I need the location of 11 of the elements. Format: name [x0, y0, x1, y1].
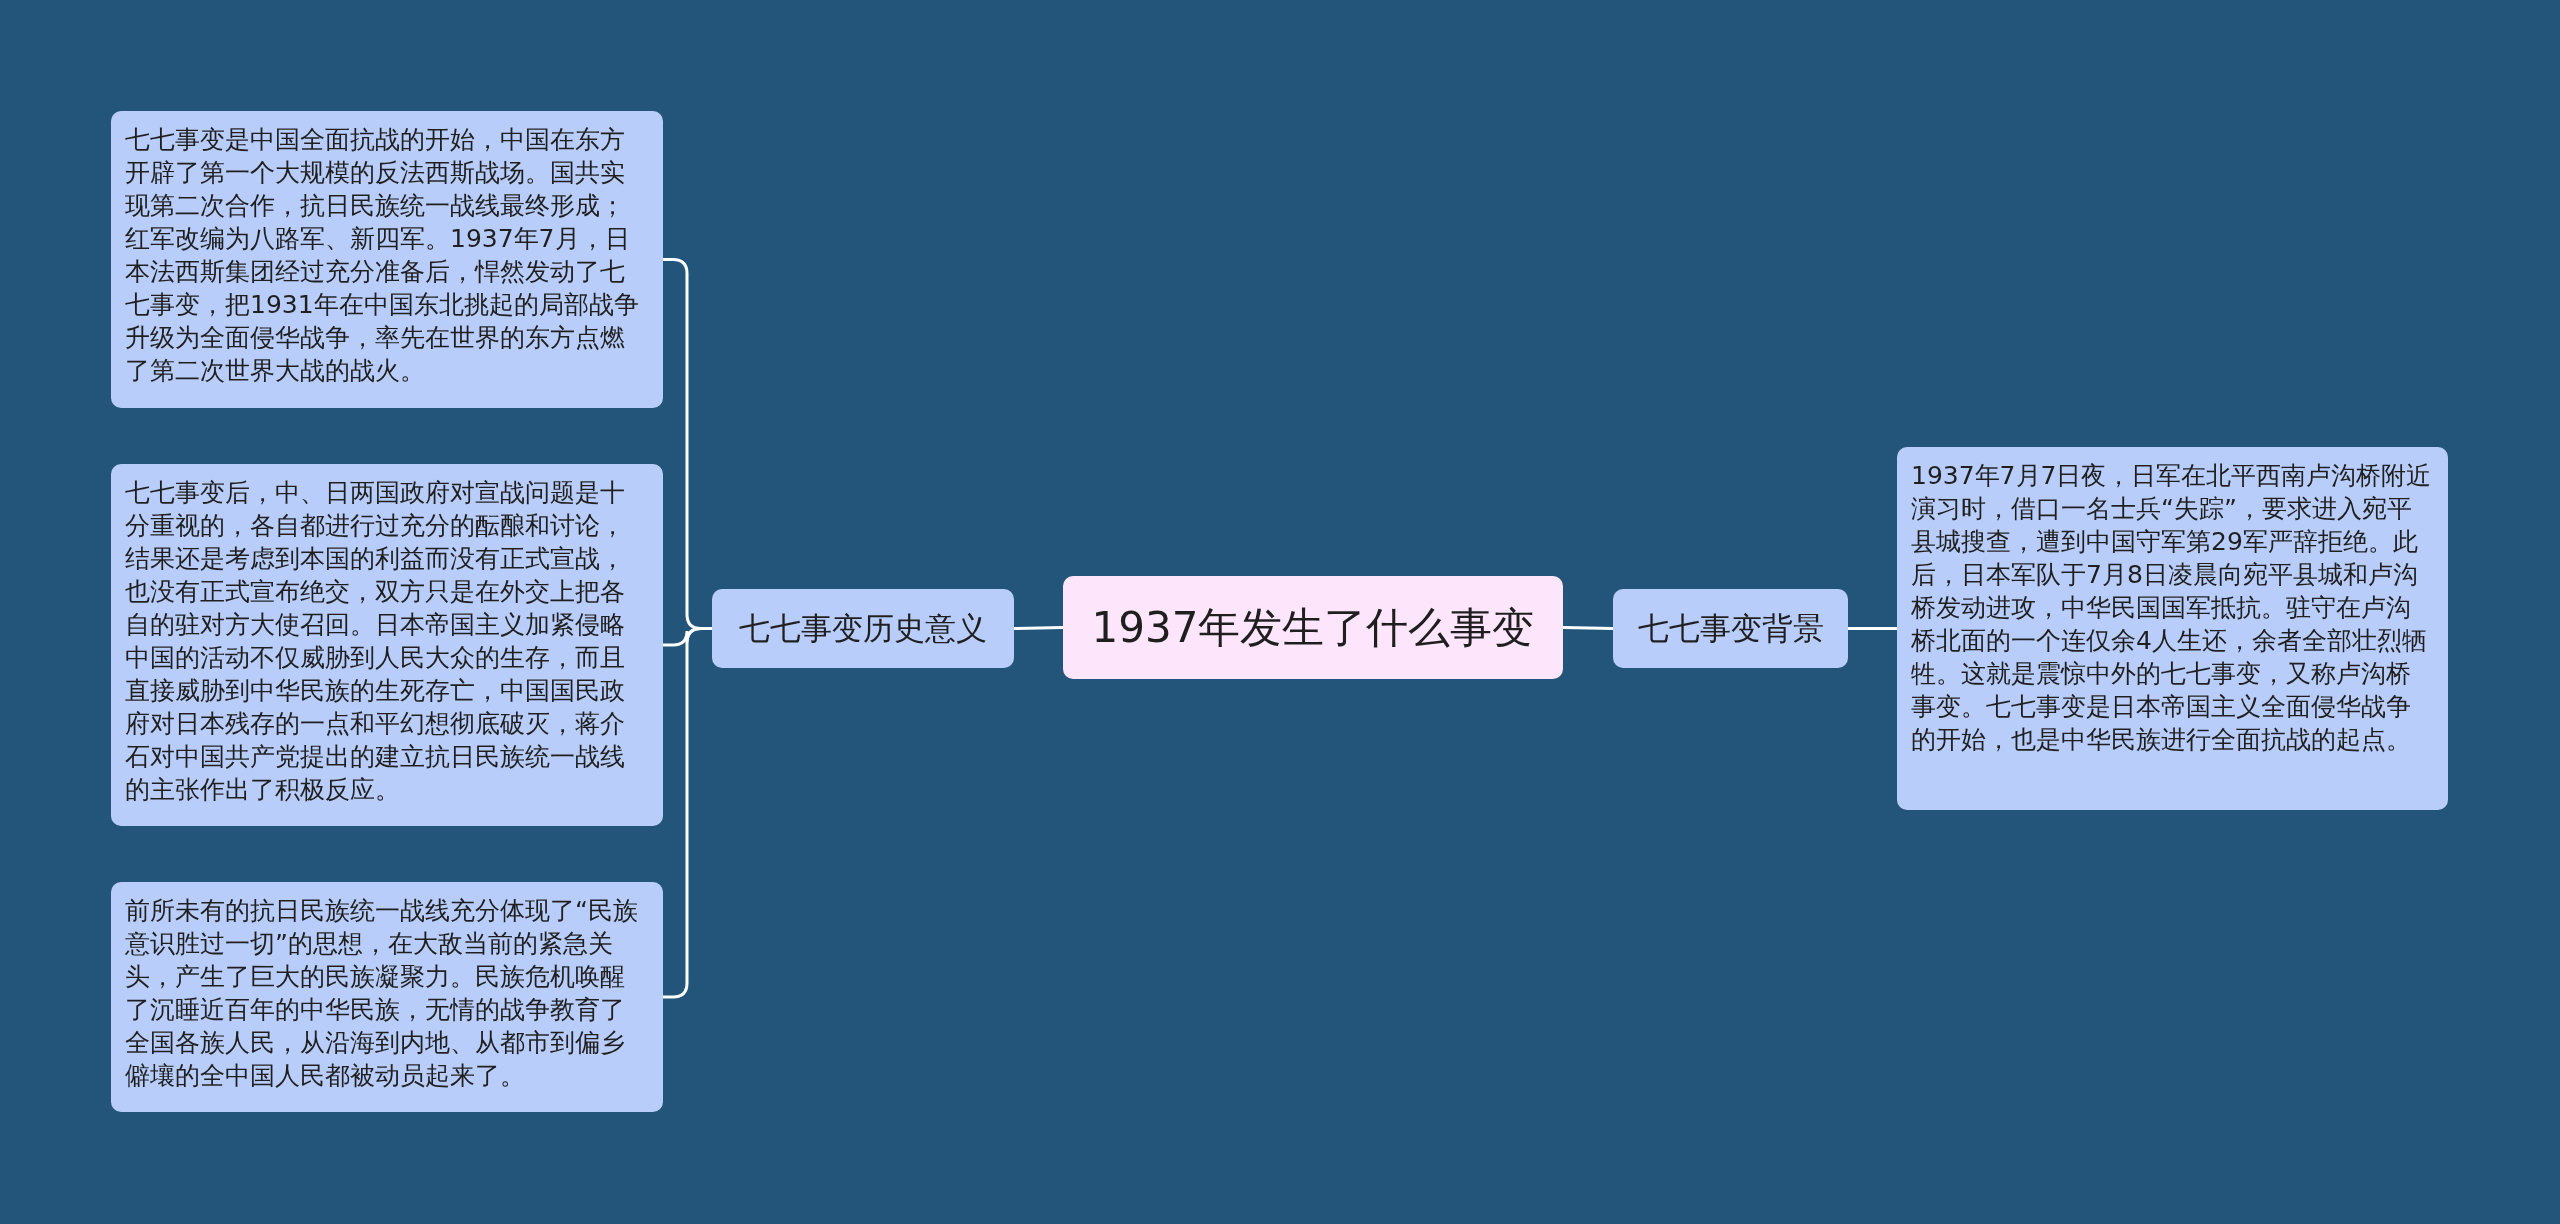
topic-box: 七七事变历史意义	[712, 589, 1014, 668]
connector-line	[663, 627, 712, 999]
connector-line	[1562, 626, 1614, 630]
text-card: 七七事变是中国全面抗战的开始，中国在东方开辟了第一个大规模的反法西斯战场。国共实现第二次合作，抗日民族统一战线最终形成；红军改编为八路军、新四军。1937年7月，日本法西斯集团经过充分准备后，悍然发动了七七事变，把1931年在中国东北挑起的局部战争升级为全面侵华战争，率先在世界的东方点燃了第二次世界大战的战火。	[111, 111, 663, 408]
connector-line	[1848, 627, 1897, 630]
central-topic-box: 1937年发生了什么事变	[1063, 576, 1563, 679]
connector-line	[1013, 626, 1064, 630]
text-card: 七七事变后，中、日两国政府对宣战问题是十分重视的，各自都进行过充分的酝酿和讨论，结果还是考虑到本国的利益而没有正式宣战，也没有正式宣布绝交，双方只是在外交上把各自的驻对方大使召回。日本帝国主义加紧侵略中国的活动不仅威胁到人民大众的生存，而且直接威胁到中华民族的生死存亡，中国国民政府对日本残存的一点和平幻想彻底破灭，蒋介石对中国共产党提出的建立抗日民族统一战线的主张作出了积极反应。	[111, 464, 663, 826]
text-card: 1937年7月7日夜，日军在北平西南卢沟桥附近演习时，借口一名士兵“失踪”，要求进入宛平县城搜查，遭到中国守军第29军严辞拒绝。此后，日本军队于7月8日凌晨向宛平县城和卢沟桥发动进攻，中华民国国军抵抗。驻守在卢沟桥北面的一个连仅余4人生还，余者全部壮烈牺牲。这就是震惊中外的七七事变，又称卢沟桥事变。七七事变是日本帝国主义全面侵华战争的开始，也是中华民族进行全面抗战的起点。	[1897, 447, 2448, 810]
topic-box: 七七事变背景	[1613, 589, 1848, 668]
text-card: 前所未有的抗日民族统一战线充分体现了“民族意识胜过一切”的思想，在大敌当前的紧急关头，产生了巨大的民族凝聚力。民族危机唤醒了沉睡近百年的中华民族，无情的战争教育了全国各族人民，从沿海到内地、从都市到偏乡僻壤的全中国人民都被动员起来了。	[111, 882, 663, 1112]
